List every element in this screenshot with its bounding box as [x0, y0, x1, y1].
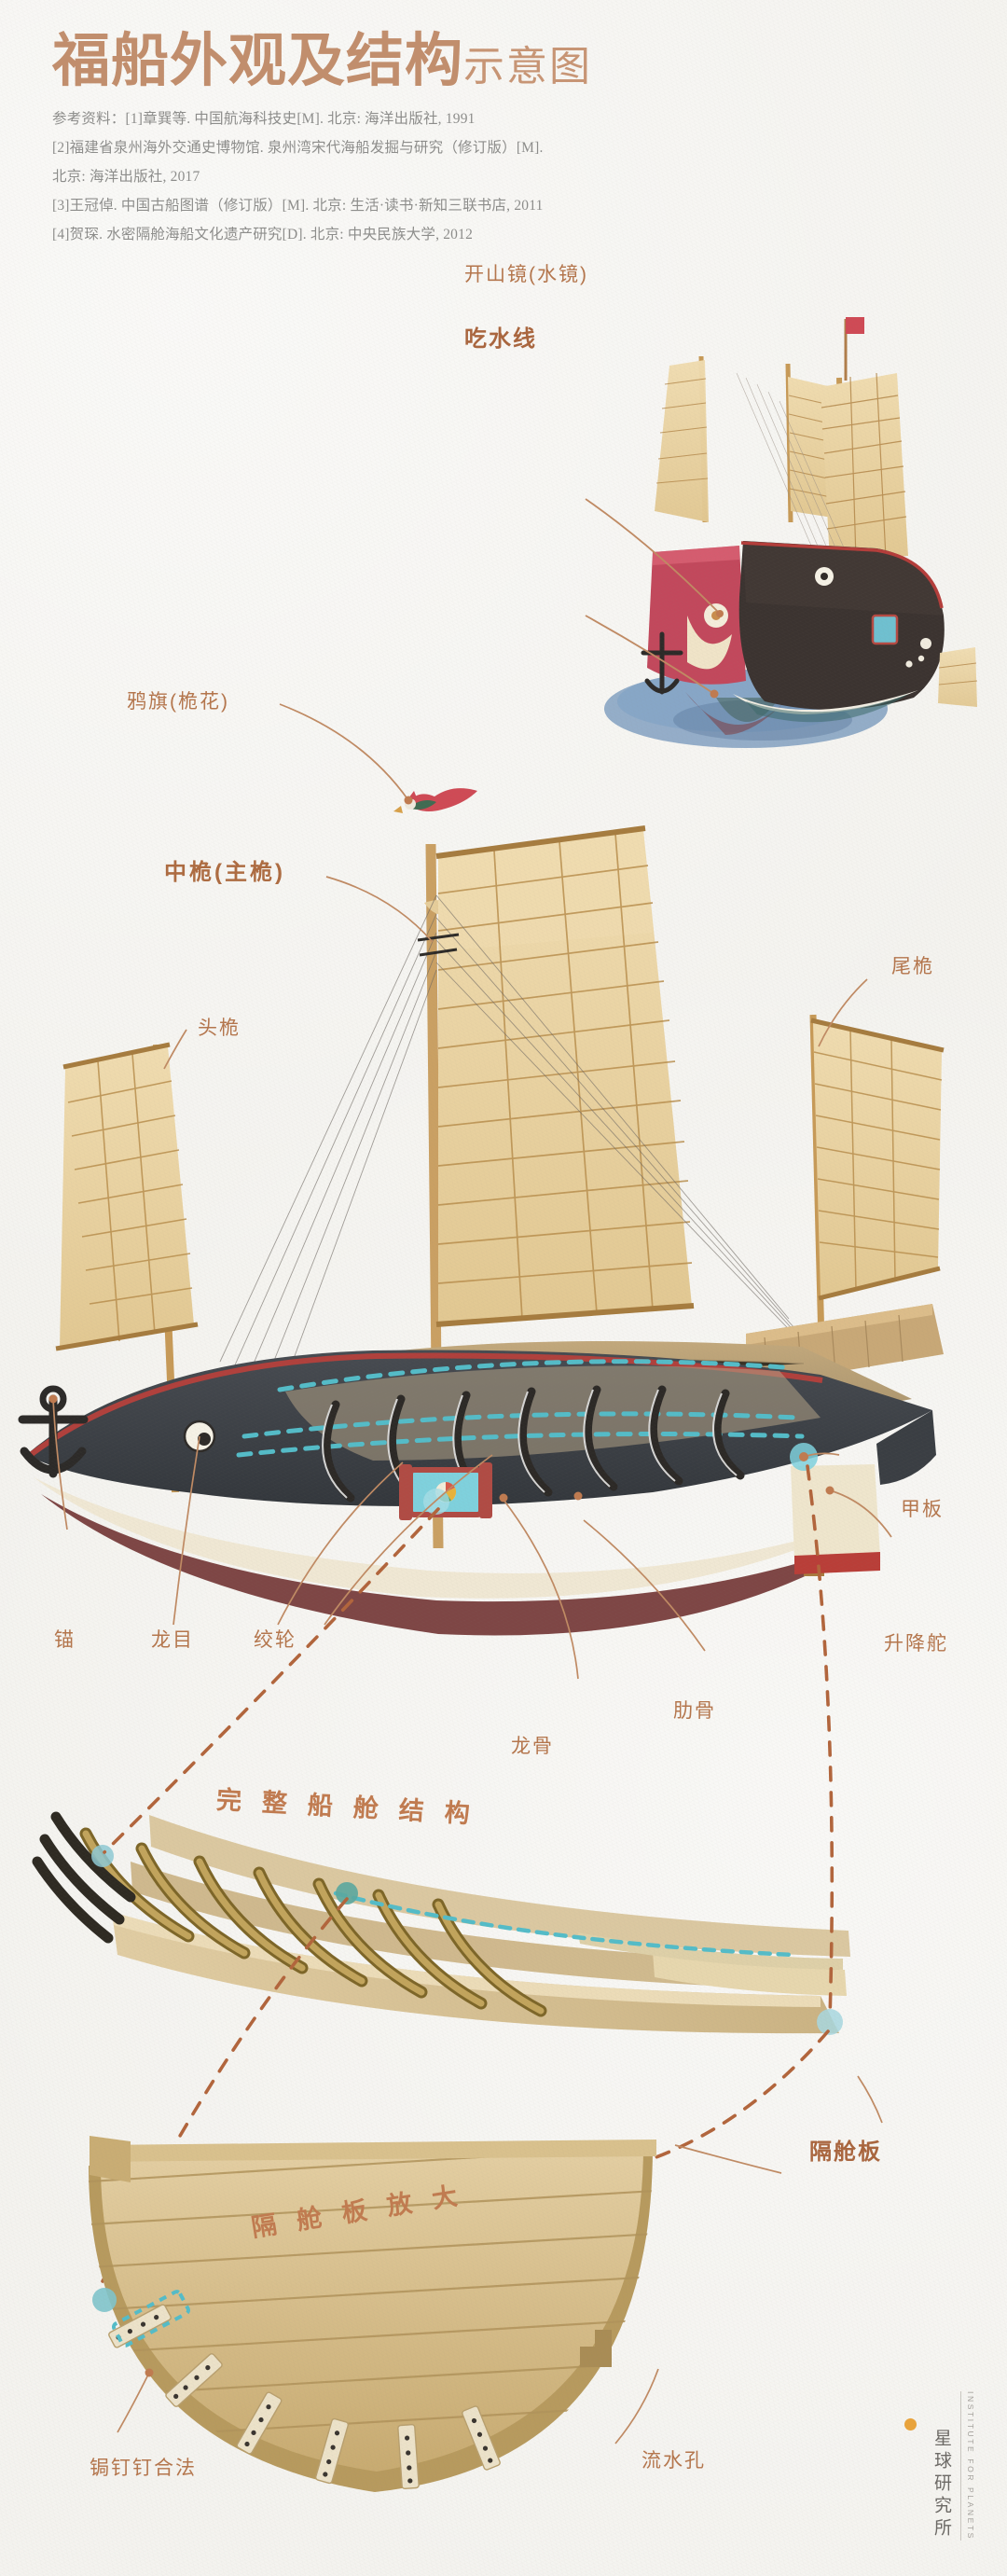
- section-connector-dashed: [103, 1464, 835, 2020]
- label-mao: 锚: [54, 1629, 76, 1651]
- label-longgu: 龙骨: [511, 1736, 554, 1757]
- bulkhead-plate-illustration: [89, 2136, 656, 2492]
- reference-line: [3]王冠倬. 中国古船图谱（修订版）[M]. 北京: 生活·读书·新知三联书店…: [52, 197, 544, 214]
- page-title-main: 福船外观及结构: [52, 30, 464, 93]
- page-title-sub: 示意图: [463, 44, 593, 90]
- main-ship-illustration: [18, 788, 945, 1636]
- planet-dot-icon: [904, 2418, 917, 2431]
- reference-line: [2]福建省泉州海外交通史博物馆. 泉州湾宋代海船发掘与研究（修订版）[M].: [52, 139, 544, 156]
- inset-leader-lines: [585, 498, 724, 699]
- label-jiaolun: 绞轮: [254, 1629, 297, 1651]
- label-shengjiangduo: 升降舵: [884, 1633, 948, 1655]
- bird-flag-icon: [393, 788, 477, 813]
- label-zhongwei: 中桅(主桅): [164, 860, 285, 885]
- label-judingdinghefa: 锔钉钉合法: [90, 2458, 197, 2479]
- copper-staples: [108, 2304, 501, 2490]
- brand-name-cn: 星球研究所: [931, 2429, 951, 2541]
- label-leigu: 肋骨: [673, 1700, 716, 1722]
- page-title: 福船外观及结构示意图: [52, 30, 947, 93]
- bottom-leader-lines: [117, 2075, 883, 2444]
- label-longmu: 龙目: [151, 1629, 194, 1651]
- label-jiaban: 甲板: [901, 1499, 944, 1520]
- label-weiwei: 尾桅: [891, 956, 934, 977]
- label-touwei: 头桅: [198, 1018, 241, 1039]
- brand-logo: 星球研究所 INSTITUTE FOR PLANETS: [904, 2391, 975, 2541]
- header: 福船外观及结构示意图 参考资料：[1]章巽等. 中国航海科技史[M]. 北京: …: [52, 30, 947, 249]
- inset-ship-illustration: [604, 317, 978, 748]
- main-leader-lines: [48, 703, 892, 1680]
- label-yaqi: 鸦旗(桅花): [127, 691, 229, 713]
- label-chishuixian: 吃水线: [464, 326, 537, 352]
- hull-frame-illustration: [32, 1811, 850, 2035]
- reference-line: [4]贺琛. 水密隔舱海船文化遗产研究[D]. 北京: 中央民族大学, 2012: [52, 226, 474, 242]
- label-liushuikong: 流水孔: [641, 2450, 706, 2472]
- reference-list: 参考资料：[1]章巽等. 中国航海科技史[M]. 北京: 海洋出版社, 1991…: [52, 104, 947, 249]
- reference-line: 北京: 海洋出版社, 2017: [52, 168, 200, 185]
- reference-line: 参考资料：[1]章巽等. 中国航海科技史[M]. 北京: 海洋出版社, 1991: [52, 110, 476, 127]
- brand-name-en: INSTITUTE FOR PLANETS: [960, 2391, 975, 2541]
- label-kaishanjing: 开山镜(水镜): [464, 264, 588, 285]
- label-gecangban: 隔舱板: [809, 2140, 882, 2165]
